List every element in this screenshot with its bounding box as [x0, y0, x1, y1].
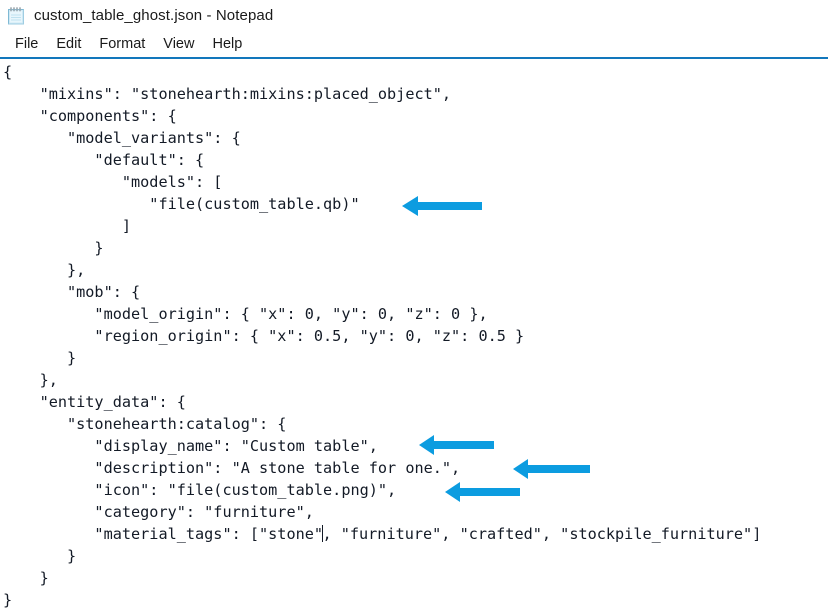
editor-text-before-caret: { "mixins": "stonehearth:mixins:placed_o…: [3, 63, 525, 543]
editor-content[interactable]: { "mixins": "stonehearth:mixins:placed_o…: [3, 61, 761, 611]
text-caret: [322, 525, 324, 542]
notepad-icon: [5, 5, 27, 27]
menu-separator: [0, 57, 828, 59]
editor-text-after-caret: , "furniture", "crafted", "stockpile_fur…: [3, 525, 762, 609]
menu-bar: File Edit Format View Help: [0, 31, 828, 57]
menu-item-format[interactable]: Format: [99, 35, 146, 52]
menu-item-help[interactable]: Help: [212, 35, 243, 52]
menu-item-edit[interactable]: Edit: [56, 35, 82, 52]
title-bar: custom_table_ghost.json - Notepad: [0, 0, 828, 31]
window-title: custom_table_ghost.json - Notepad: [34, 6, 274, 24]
menu-item-file[interactable]: File: [15, 35, 39, 52]
menu-item-view[interactable]: View: [163, 35, 195, 52]
text-editor-area[interactable]: { "mixins": "stonehearth:mixins:placed_o…: [0, 59, 828, 614]
